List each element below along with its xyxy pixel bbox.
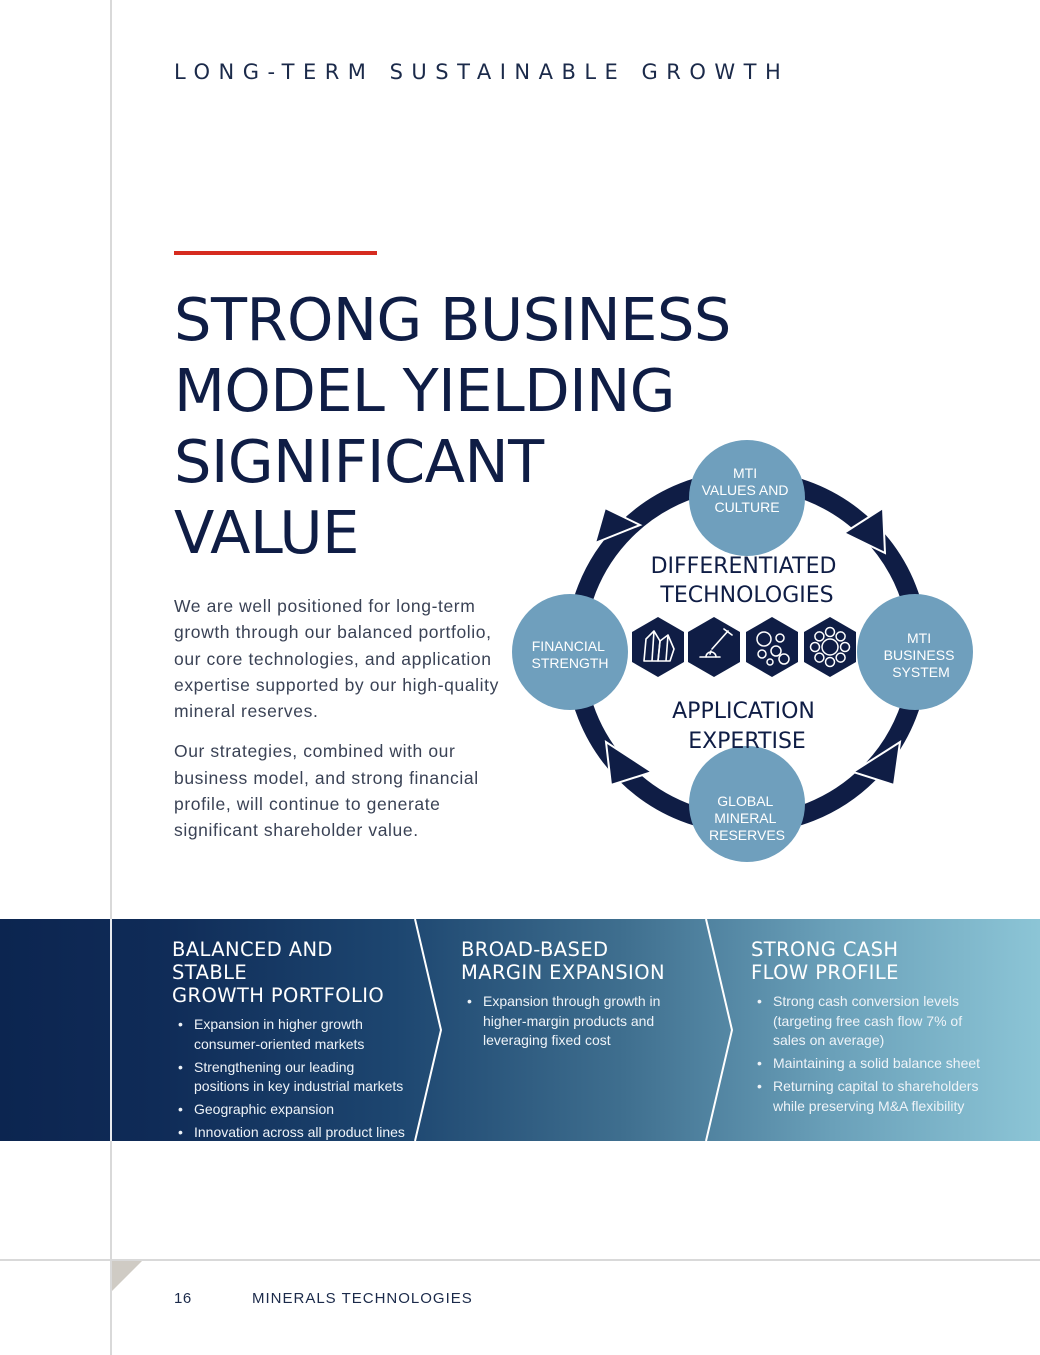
left-margin-rule xyxy=(110,0,112,1355)
strategy-column-cash-flow: STRONG CASH FLOW PROFILE Strong cash con… xyxy=(751,938,991,1120)
column-title-line: STRONG CASH xyxy=(751,938,899,961)
node-right-label: MTI BUSINESS SYSTEM xyxy=(884,630,959,680)
bullet-item: Geographic expansion xyxy=(172,1100,412,1120)
node-bottom-line: GLOBAL xyxy=(717,793,773,809)
node-financial-strength xyxy=(512,594,628,710)
band-dividers xyxy=(110,919,734,1141)
accent-bar xyxy=(174,251,377,255)
page-number: 16 xyxy=(174,1290,192,1307)
node-business-system xyxy=(857,594,973,710)
center-bottom-line: APPLICATION xyxy=(672,699,815,724)
bullet-item: Returning capital to shareholders while … xyxy=(751,1077,991,1116)
node-right-line: BUSINESS xyxy=(884,647,955,663)
column-title: STRONG CASH FLOW PROFILE xyxy=(751,938,991,984)
column-bullets: Expansion through growth in higher-margi… xyxy=(461,992,701,1051)
node-bottom-line: MINERAL xyxy=(714,810,776,826)
bullet-item: Maintaining a solid balance sheet xyxy=(751,1054,991,1074)
column-title: BROAD-BASED MARGIN EXPANSION xyxy=(461,938,701,984)
center-bottom-label: APPLICATION EXPERTISE xyxy=(672,699,822,754)
column-title-line: FLOW PROFILE xyxy=(751,961,899,984)
column-title-line: MARGIN EXPANSION xyxy=(461,961,665,984)
column-title-line: GROWTH PORTFOLIO xyxy=(172,984,385,1007)
dropper-icon xyxy=(688,617,740,677)
arrow-bottom-right-icon xyxy=(850,739,902,787)
bullet-item: Innovation across all product lines xyxy=(172,1123,412,1143)
page-headline: STRONG BUSINESS MODEL YIELDING SIGNIFICA… xyxy=(174,285,731,567)
column-title-line: BALANCED AND STABLE xyxy=(172,938,333,984)
bullet-item: Expansion in higher growth consumer-orie… xyxy=(172,1015,412,1054)
node-top-line: VALUES AND xyxy=(702,482,789,498)
node-right-line: SYSTEM xyxy=(892,664,950,680)
intro-paragraph: We are well positioned for long-term gro… xyxy=(174,596,499,722)
chevron-divider-1 xyxy=(414,919,443,1141)
center-top-line: DIFFERENTIATED xyxy=(651,554,837,579)
node-left-label: FINANCIAL STRENGTH xyxy=(532,638,609,671)
bullet-item: Strong cash conversion levels (targeting… xyxy=(751,992,991,1051)
strategy-column-portfolio: BALANCED AND STABLE GROWTH PORTFOLIO Exp… xyxy=(172,938,412,1146)
node-bottom-line: RESERVES xyxy=(709,827,785,843)
intro-paragraph: Our strategies, combined with our busine… xyxy=(174,741,479,841)
footer-corner-tab xyxy=(112,1261,142,1291)
center-top-line: TECHNOLOGIES xyxy=(659,583,833,608)
column-bullets: Strong cash conversion levels (targeting… xyxy=(751,992,991,1116)
section-eyebrow: LONG-TERM SUSTAINABLE GROWTH xyxy=(174,60,790,84)
node-mineral-reserves xyxy=(689,746,805,862)
footer-rule xyxy=(0,1259,1040,1261)
intro-text: We are well positioned for long-term gro… xyxy=(174,593,519,858)
arrow-bottom-left-icon xyxy=(604,739,655,787)
arrow-top-right-icon xyxy=(841,506,887,555)
center-bottom-line: EXPERTISE xyxy=(688,729,806,754)
bubbles-icon xyxy=(746,617,798,677)
column-bullets: Expansion in higher growth consumer-orie… xyxy=(172,1015,412,1143)
bullet-item: Expansion through growth in higher-margi… xyxy=(461,992,701,1051)
business-model-diagram: MTI VALUES AND CULTURE MTI BUSINESS SYST… xyxy=(512,440,973,862)
chevron-divider-2 xyxy=(705,919,734,1141)
node-top-line: MTI xyxy=(733,465,757,481)
node-top-label: MTI VALUES AND CULTURE xyxy=(702,465,793,515)
column-title: BALANCED AND STABLE GROWTH PORTFOLIO xyxy=(172,938,412,1007)
strategy-column-margin: BROAD-BASED MARGIN EXPANSION Expansion t… xyxy=(461,938,701,1054)
node-right-line: MTI xyxy=(907,630,931,646)
column-title-line: BROAD-BASED xyxy=(461,938,609,961)
particle-ring-icon xyxy=(804,617,856,677)
strategy-band: BALANCED AND STABLE GROWTH PORTFOLIO Exp… xyxy=(0,919,1040,1142)
footer-company-name: MINERALS TECHNOLOGIES xyxy=(252,1290,473,1307)
crystal-icon xyxy=(632,617,684,677)
node-left-line: STRENGTH xyxy=(532,655,609,671)
node-top-line: CULTURE xyxy=(714,499,779,515)
bullet-item: Strengthening our leading positions in k… xyxy=(172,1058,412,1097)
node-values-culture xyxy=(689,440,805,556)
center-top-label: DIFFERENTIATED TECHNOLOGIES xyxy=(651,554,844,608)
arrow-top-left-icon xyxy=(593,506,643,545)
band-left-rule xyxy=(110,919,112,1141)
node-left-line: FINANCIAL xyxy=(532,638,605,654)
node-bottom-label: GLOBAL MINERAL RESERVES xyxy=(709,793,785,843)
